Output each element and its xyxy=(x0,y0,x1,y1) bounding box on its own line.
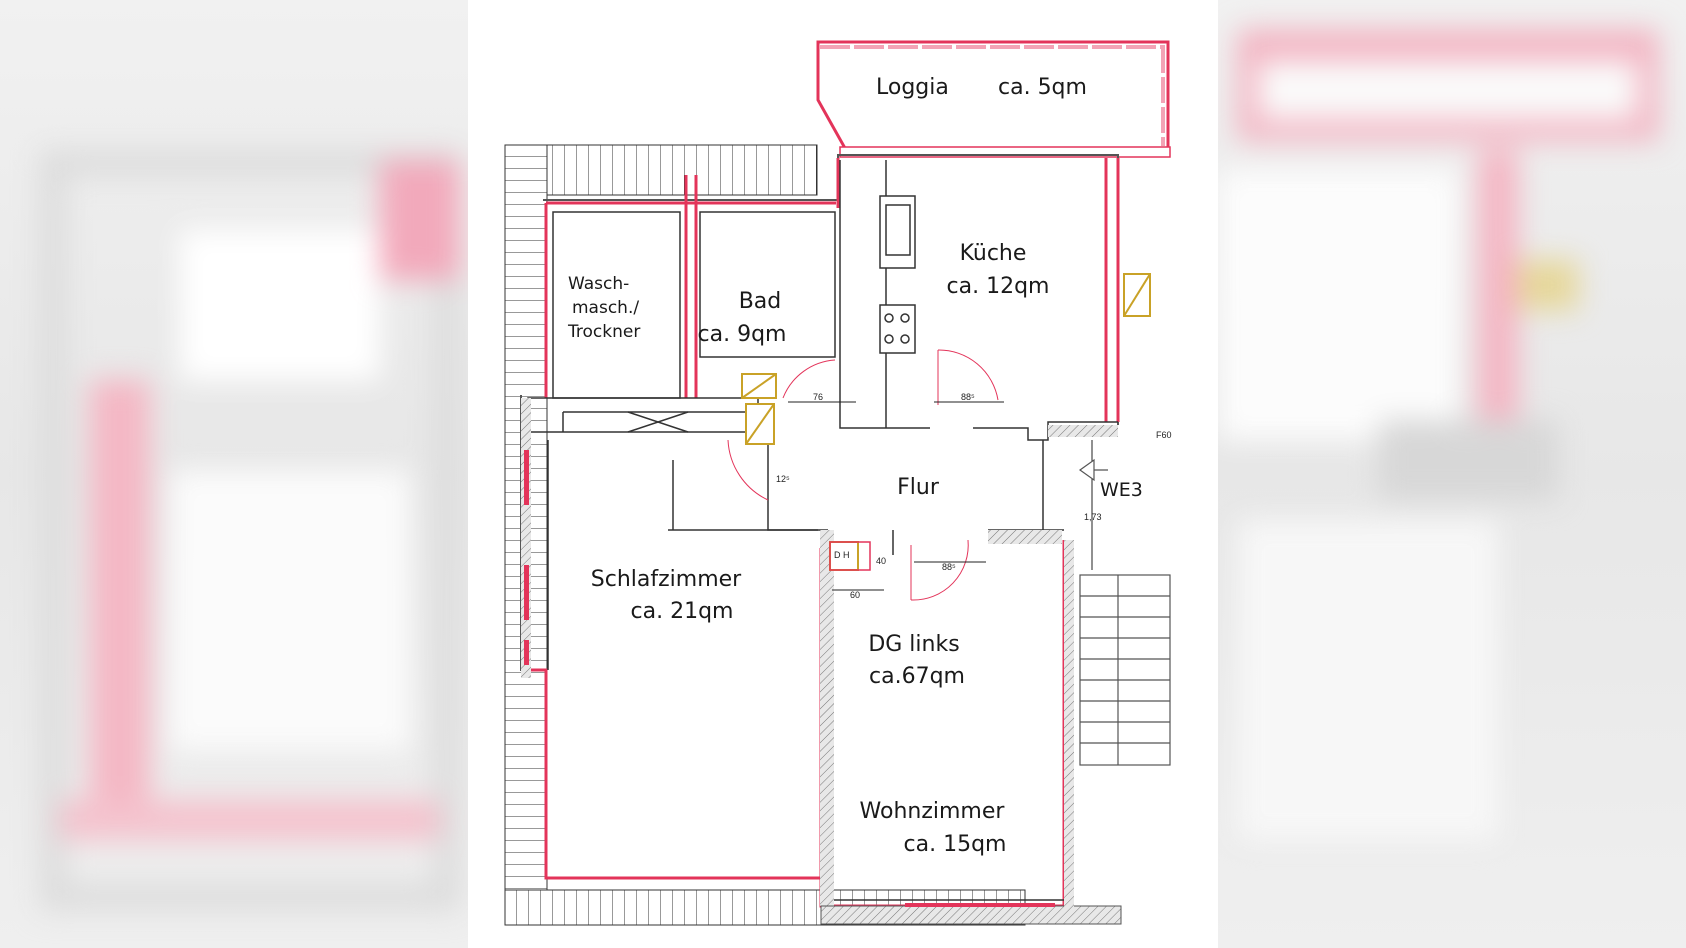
door-swings xyxy=(727,349,999,601)
left-blurred-background xyxy=(0,0,468,948)
room-area-loggia: ca. 5qm xyxy=(998,75,1087,100)
hatched-walls xyxy=(521,398,1122,925)
room-name-kueche: Küche xyxy=(960,241,1027,266)
plan-title: DG links xyxy=(868,632,959,657)
room-wasch-line3: Trockner xyxy=(567,322,640,342)
floor-plan: Loggia ca. 5qm Küche ca. 12qm Bad ca. 9q… xyxy=(504,40,1172,926)
room-area-kueche: ca. 12qm xyxy=(947,274,1050,299)
room-wasch-line1: Wasch- xyxy=(568,274,629,294)
room-name-bad: Bad xyxy=(739,289,782,314)
dim-wohn-door: 88⁵ xyxy=(942,562,956,572)
dim-40: 40 xyxy=(876,556,886,566)
staircase xyxy=(1078,458,1171,766)
unit-label: WE3 xyxy=(1100,479,1143,501)
room-name-loggia: Loggia xyxy=(876,75,949,100)
room-name-wohn: Wohnzimmer xyxy=(860,799,1006,824)
dim-60: 60 xyxy=(850,590,860,600)
room-name-flur: Flur xyxy=(897,475,940,500)
dim-bad-door: 76 xyxy=(813,392,823,402)
dimension-labels: 76 88⁵ 88⁵ 60 40 12⁵ 1,73 F60 D H xyxy=(776,392,1172,600)
plan-area: ca.67qm xyxy=(869,664,965,689)
shafts xyxy=(741,273,1151,571)
floor-plan-card: Loggia ca. 5qm Küche ca. 12qm Bad ca. 9q… xyxy=(468,0,1218,948)
room-labels: Loggia ca. 5qm Küche ca. 12qm Bad ca. 9q… xyxy=(567,75,1143,857)
room-area-bad: ca. 9qm xyxy=(698,322,787,347)
window-markers xyxy=(524,450,1055,907)
room-area-schlaf: ca. 21qm xyxy=(631,599,734,624)
room-name-schlaf: Schlafzimmer xyxy=(591,567,742,592)
dim-dh: D H xyxy=(834,550,850,560)
dim-f60: F60 xyxy=(1156,430,1172,440)
right-blurred-background xyxy=(1218,0,1686,948)
room-area-wohn: ca. 15qm xyxy=(904,832,1007,857)
dim-kueche-door: 88⁵ xyxy=(961,392,975,402)
loggia xyxy=(816,40,1171,158)
dim-173: 1,73 xyxy=(1084,512,1102,522)
room-wasch-line2: masch./ xyxy=(572,298,639,318)
dim-12: 12⁵ xyxy=(776,474,790,484)
